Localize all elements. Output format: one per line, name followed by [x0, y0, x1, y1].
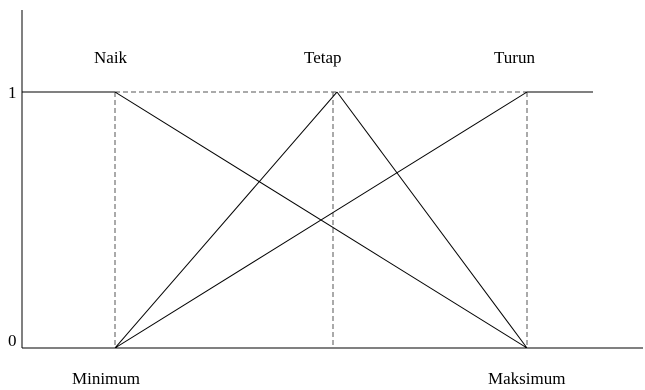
- x-label-maksimum: Maksimum: [488, 369, 565, 388]
- y-label-one: 1: [8, 83, 17, 102]
- set-label-turun: Turun: [494, 48, 535, 67]
- set-label-tetap: Tetap: [304, 48, 342, 67]
- tetap-left-line: [114, 91, 338, 349]
- tetap-right-line: [336, 91, 528, 349]
- y-label-zero: 0: [8, 331, 17, 350]
- turun-ascending-line: [114, 91, 528, 349]
- x-label-minimum: Minimum: [72, 369, 140, 388]
- set-label-naik: Naik: [94, 48, 128, 67]
